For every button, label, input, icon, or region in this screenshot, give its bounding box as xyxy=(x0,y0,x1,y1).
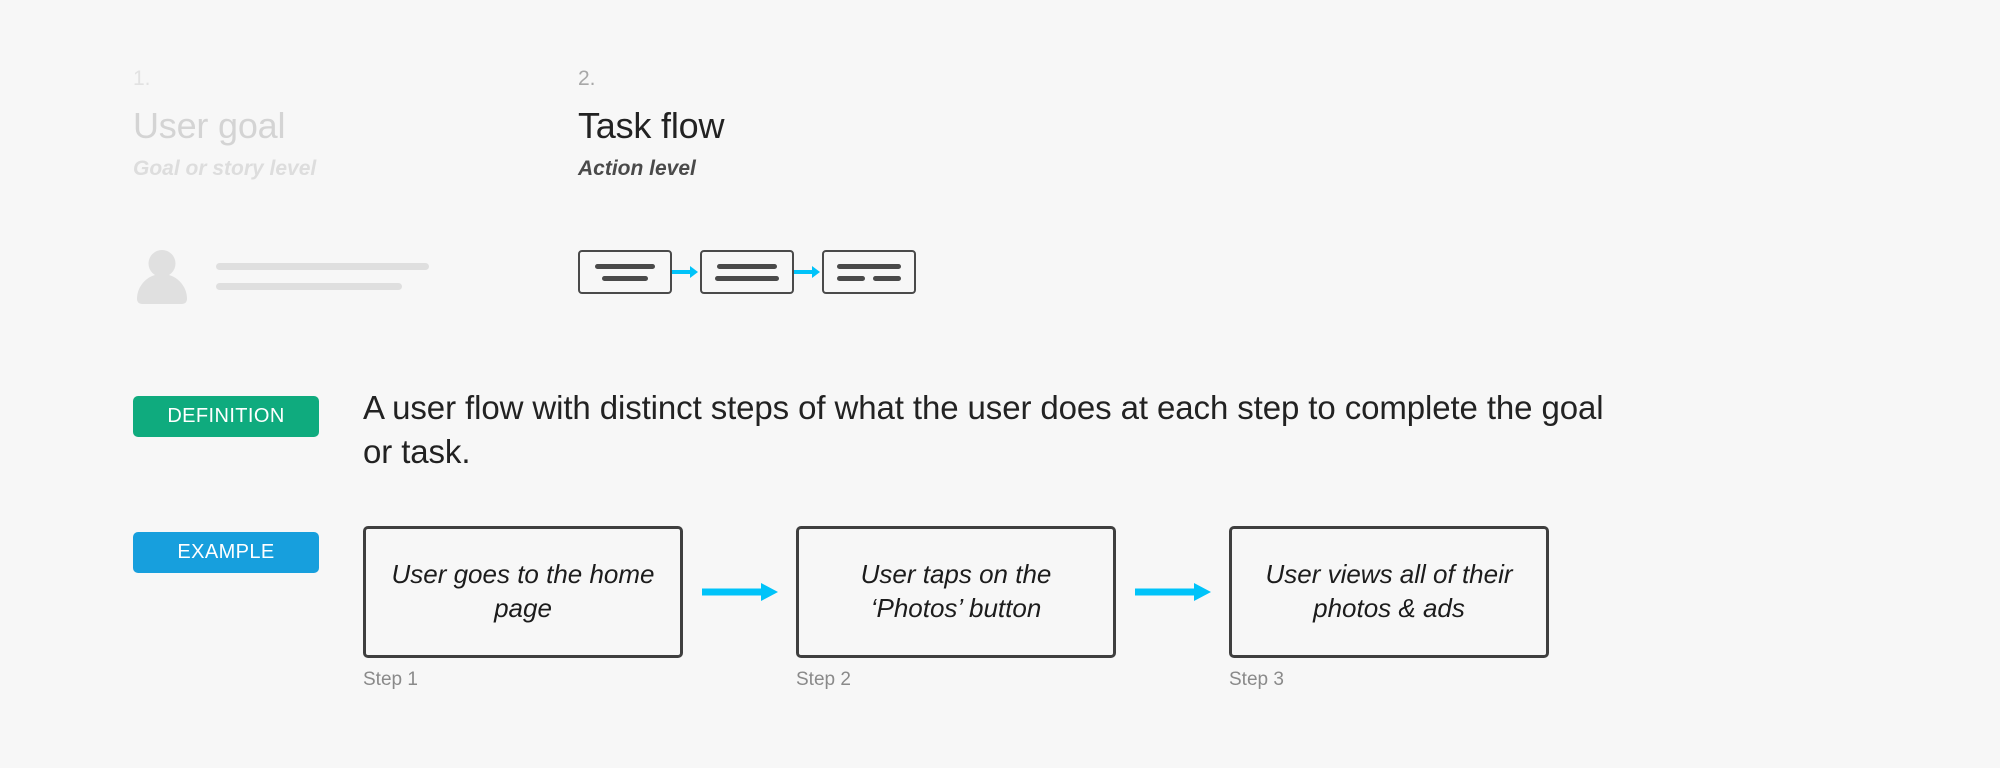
mini-arrow-icon xyxy=(794,265,822,279)
mini-flow-box xyxy=(578,250,672,294)
step-arrow-icon xyxy=(683,526,796,658)
step-text: User taps on the ‘Photos’ button xyxy=(860,559,1052,623)
arrow-shaft xyxy=(794,270,814,274)
step-item: User goes to the home page Step 1 xyxy=(363,526,683,691)
badge-label: EXAMPLE xyxy=(177,541,275,563)
mini-line xyxy=(873,275,901,281)
column-title: User goal xyxy=(133,105,286,146)
task-flow-thumbnail xyxy=(578,250,916,294)
status-badge-example: EXAMPLE xyxy=(133,532,319,573)
mini-line xyxy=(837,275,865,281)
column-subtitle: Goal or story level xyxy=(133,156,317,180)
user-goal-thumbnail xyxy=(133,248,429,304)
badge-label: DEFINITION xyxy=(167,405,285,427)
arrow-head xyxy=(812,266,820,278)
step-arrow-icon xyxy=(1116,526,1229,658)
arrow-head xyxy=(690,266,698,278)
mini-line xyxy=(715,275,779,281)
arrow-right-icon xyxy=(1134,583,1211,601)
definition-text: A user flow with distinct steps of what … xyxy=(363,389,1604,470)
step-text: User goes to the home page xyxy=(391,559,655,623)
goal-line xyxy=(216,282,402,290)
column-subtitle: Action level xyxy=(578,156,696,180)
arrow-shaft xyxy=(701,588,762,596)
column-number: 1. xyxy=(133,67,151,90)
column-user-goal: 1. User goal Goal or story level xyxy=(133,68,316,179)
mini-line xyxy=(602,275,648,281)
example-step-flow: User goes to the home page Step 1 User t… xyxy=(363,526,1549,691)
person-icon xyxy=(133,248,191,304)
step-box[interactable]: User views all of their photos & ads xyxy=(1229,526,1549,658)
mini-line xyxy=(595,263,655,269)
arrow-head xyxy=(760,583,778,601)
step-item: User taps on the ‘Photos’ button Step 2 xyxy=(796,526,1116,691)
step-label: Step 2 xyxy=(796,669,851,690)
step-label: Step 1 xyxy=(363,669,418,690)
step-box[interactable]: User taps on the ‘Photos’ button xyxy=(796,526,1116,658)
step-box[interactable]: User goes to the home page xyxy=(363,526,683,658)
mini-line xyxy=(837,263,901,269)
mini-line xyxy=(717,263,777,269)
goal-line xyxy=(216,262,429,270)
mini-line-split xyxy=(837,275,901,281)
step-item: User views all of their photos & ads Ste… xyxy=(1229,526,1549,691)
column-number: 2. xyxy=(578,67,596,90)
arrow-shaft xyxy=(1134,588,1195,596)
arrow-right-icon xyxy=(701,583,778,601)
arrow-head xyxy=(1193,583,1211,601)
person-body xyxy=(137,274,187,304)
step-label: Step 3 xyxy=(1229,669,1284,690)
step-text: User views all of their photos & ads xyxy=(1265,559,1513,623)
mini-flow-box xyxy=(822,250,916,294)
column-title: Task flow xyxy=(578,105,725,146)
arrow-shaft xyxy=(672,270,692,274)
mini-flow-box xyxy=(700,250,794,294)
person-head xyxy=(148,250,176,277)
column-task-flow: 2. Task flow Action level xyxy=(578,68,724,179)
status-badge-definition: DEFINITION xyxy=(133,396,319,437)
goal-placeholder-lines xyxy=(216,262,429,290)
mini-arrow-icon xyxy=(672,265,700,279)
